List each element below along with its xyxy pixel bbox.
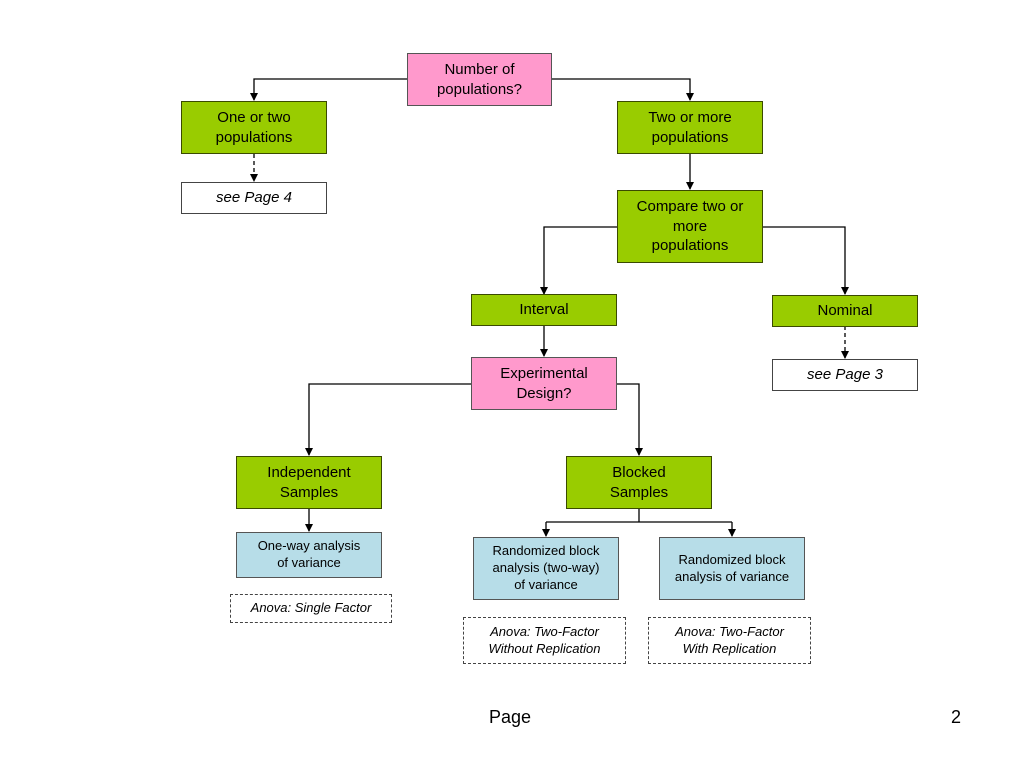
connector-root-to-one-or-two: [250, 78, 407, 101]
anova-two-factor-without-replication-note: Anova: Two-Factor Without Replication: [463, 617, 626, 664]
connector-compare-to-interval: [540, 226, 618, 295]
experimental-design-node: Experimental Design?: [471, 357, 617, 410]
randomized-two-way-anova-node: Randomized block analysis (two-way) of v…: [473, 537, 619, 600]
interval-node: Interval: [471, 294, 617, 326]
connector-design-to-blocked: [617, 383, 643, 456]
nominal-node: Nominal: [772, 295, 918, 327]
see-page-4-reference: see Page 4: [181, 182, 327, 214]
randomized-block-anova-node: Randomized block analysis of variance: [659, 537, 805, 600]
number-of-populations-node: Number of populations?: [407, 53, 552, 106]
see-page-3-reference: see Page 3: [772, 359, 918, 391]
independent-samples-node: Independent Samples: [236, 456, 382, 509]
anova-two-factor-with-replication-note: Anova: Two-Factor With Replication: [648, 617, 811, 664]
connector-design-to-independent: [305, 383, 472, 456]
footer-page-label: Page: [489, 707, 532, 727]
connector-blocked-split: [546, 509, 732, 523]
two-or-more-populations-node: Two or more populations: [617, 101, 763, 154]
anova-single-factor-note: Anova: Single Factor: [230, 594, 392, 623]
compare-populations-node: Compare two or more populations: [617, 190, 763, 263]
footer-page-number: 2: [951, 707, 962, 727]
one-way-anova-node: One-way analysis of variance: [236, 532, 382, 578]
connector-compare-to-nominal: [763, 226, 849, 295]
one-or-two-populations-node: One or two populations: [181, 101, 327, 154]
connector-root-to-two-or-more: [552, 78, 694, 101]
blocked-samples-node: Blocked Samples: [566, 456, 712, 509]
